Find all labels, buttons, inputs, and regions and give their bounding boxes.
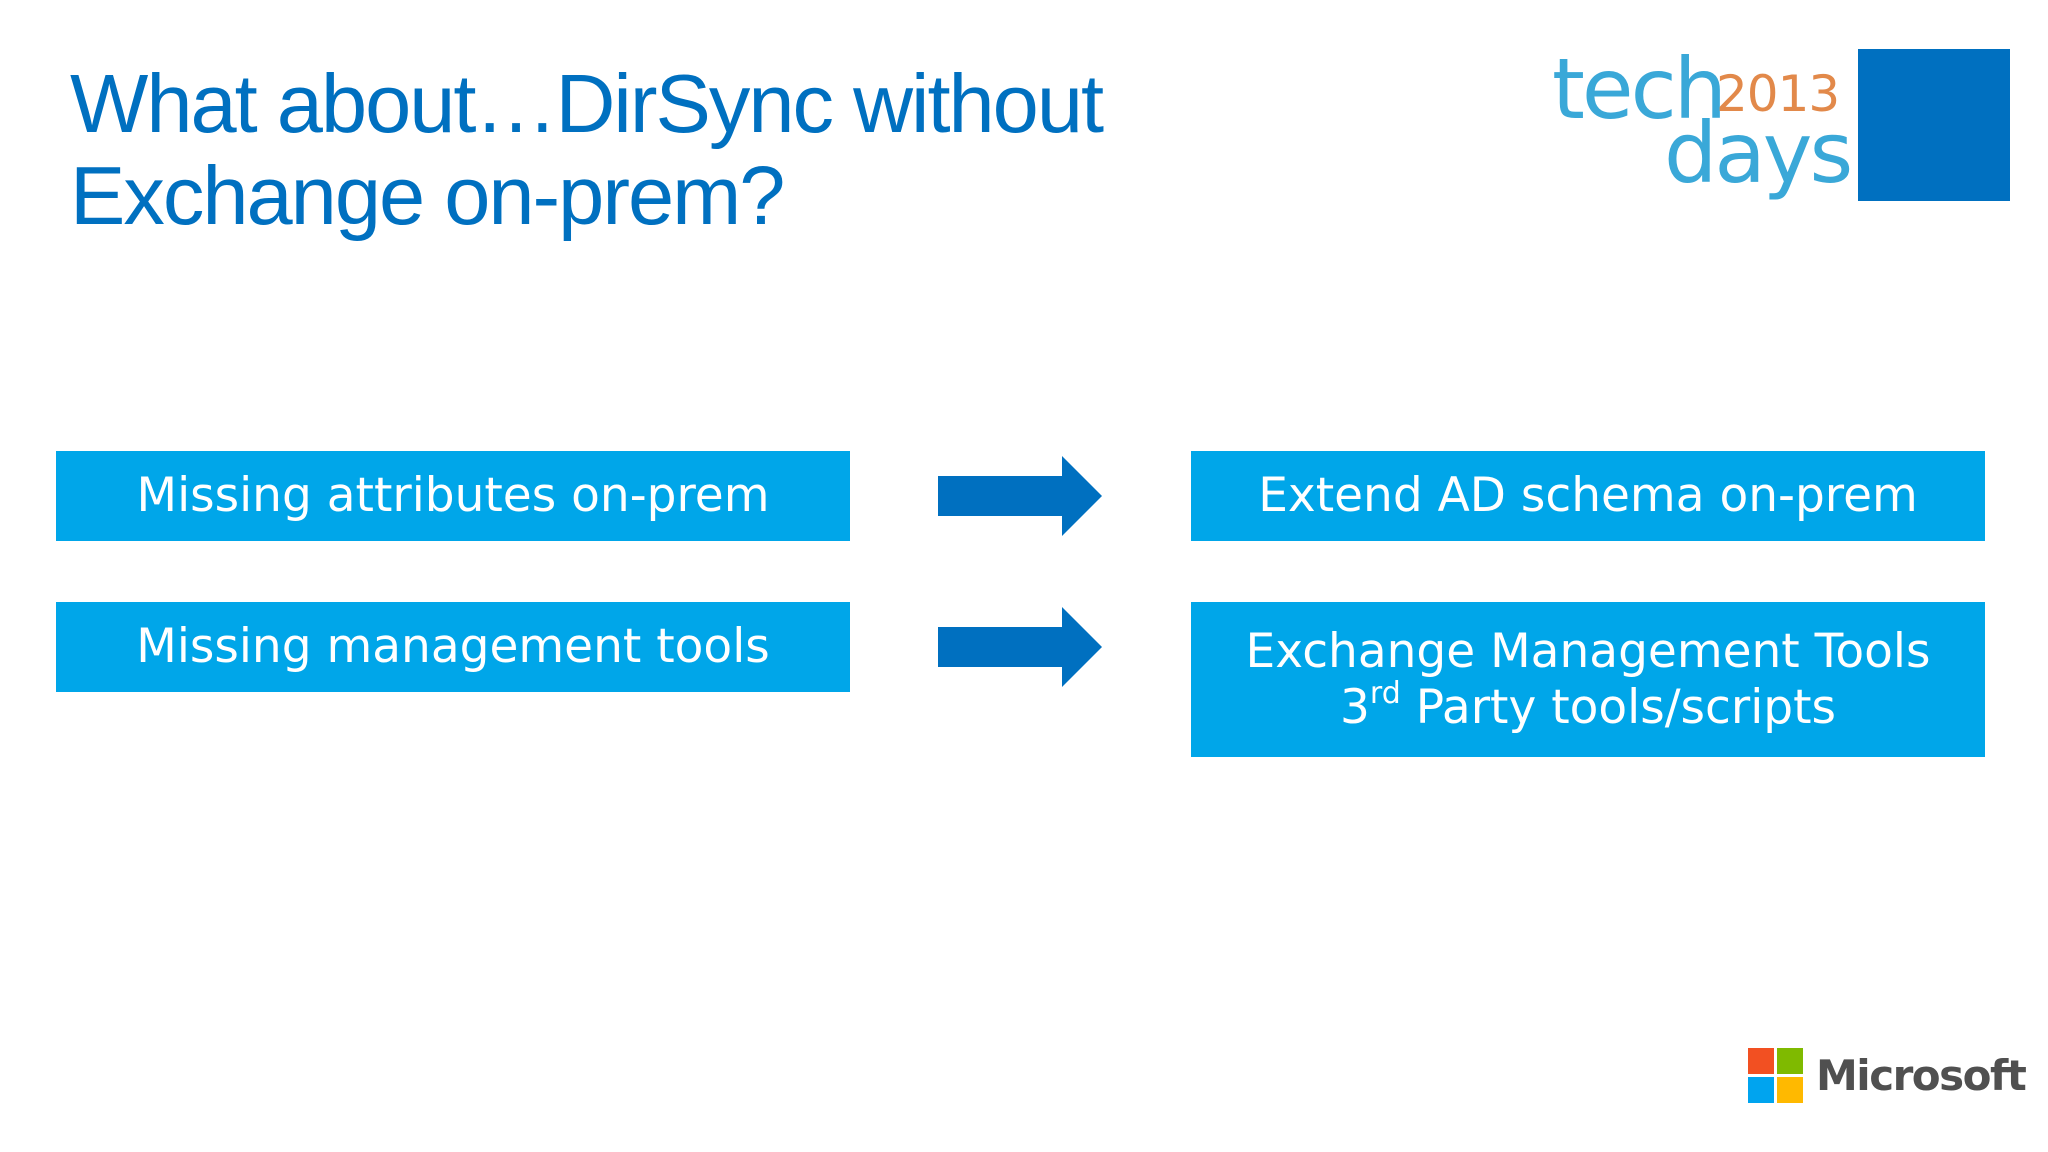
logo-word-days: days <box>1664 104 1853 202</box>
problem-box-missing-tools: Missing management tools <box>56 602 850 692</box>
microsoft-wordmark: Microsoft <box>1816 1051 2027 1100</box>
logo-tile-yellow <box>1777 1077 1803 1103</box>
logo-tile-green <box>1777 1048 1803 1074</box>
logo-square <box>1858 49 2010 201</box>
slide-title-line-1: What about…DirSync without <box>70 57 1104 150</box>
microsoft-windows-icon <box>1748 1048 1804 1104</box>
logo-tile-blue <box>1748 1077 1774 1103</box>
logo-year: 2013 <box>1716 65 1840 123</box>
ordinal-suffix: rd <box>1369 675 1401 711</box>
problem-text: Missing attributes on-prem <box>136 468 770 523</box>
solution-box-management-tools: Exchange Management Tools 3rd Party tool… <box>1191 602 1985 757</box>
logo-word-tech: tech <box>1552 40 1727 138</box>
solution-text-line-1: Exchange Management Tools <box>1245 623 1931 679</box>
slide-title: What about…DirSync without Exchange on-p… <box>70 58 1220 242</box>
right-arrow-icon <box>938 456 1102 536</box>
ordinal-number: 3 <box>1339 679 1370 735</box>
techdays-logo: tech 2013 days <box>1540 40 2020 210</box>
microsoft-logo: Microsoft <box>1748 1048 2027 1108</box>
right-arrow-icon <box>938 607 1102 687</box>
logo-tile-red <box>1748 1048 1774 1074</box>
problem-box-missing-attributes: Missing attributes on-prem <box>56 451 850 541</box>
slide-title-line-2: Exchange on-prem? <box>70 149 785 242</box>
problem-text: Missing management tools <box>136 619 770 674</box>
solution-box-extend-schema: Extend AD schema on-prem <box>1191 451 1985 541</box>
solution-text: Extend AD schema on-prem <box>1258 468 1918 523</box>
solution-text-line-2: 3rd Party tools/scripts <box>1339 678 1837 736</box>
solution-text-line-2-rest: Party tools/scripts <box>1400 679 1837 735</box>
